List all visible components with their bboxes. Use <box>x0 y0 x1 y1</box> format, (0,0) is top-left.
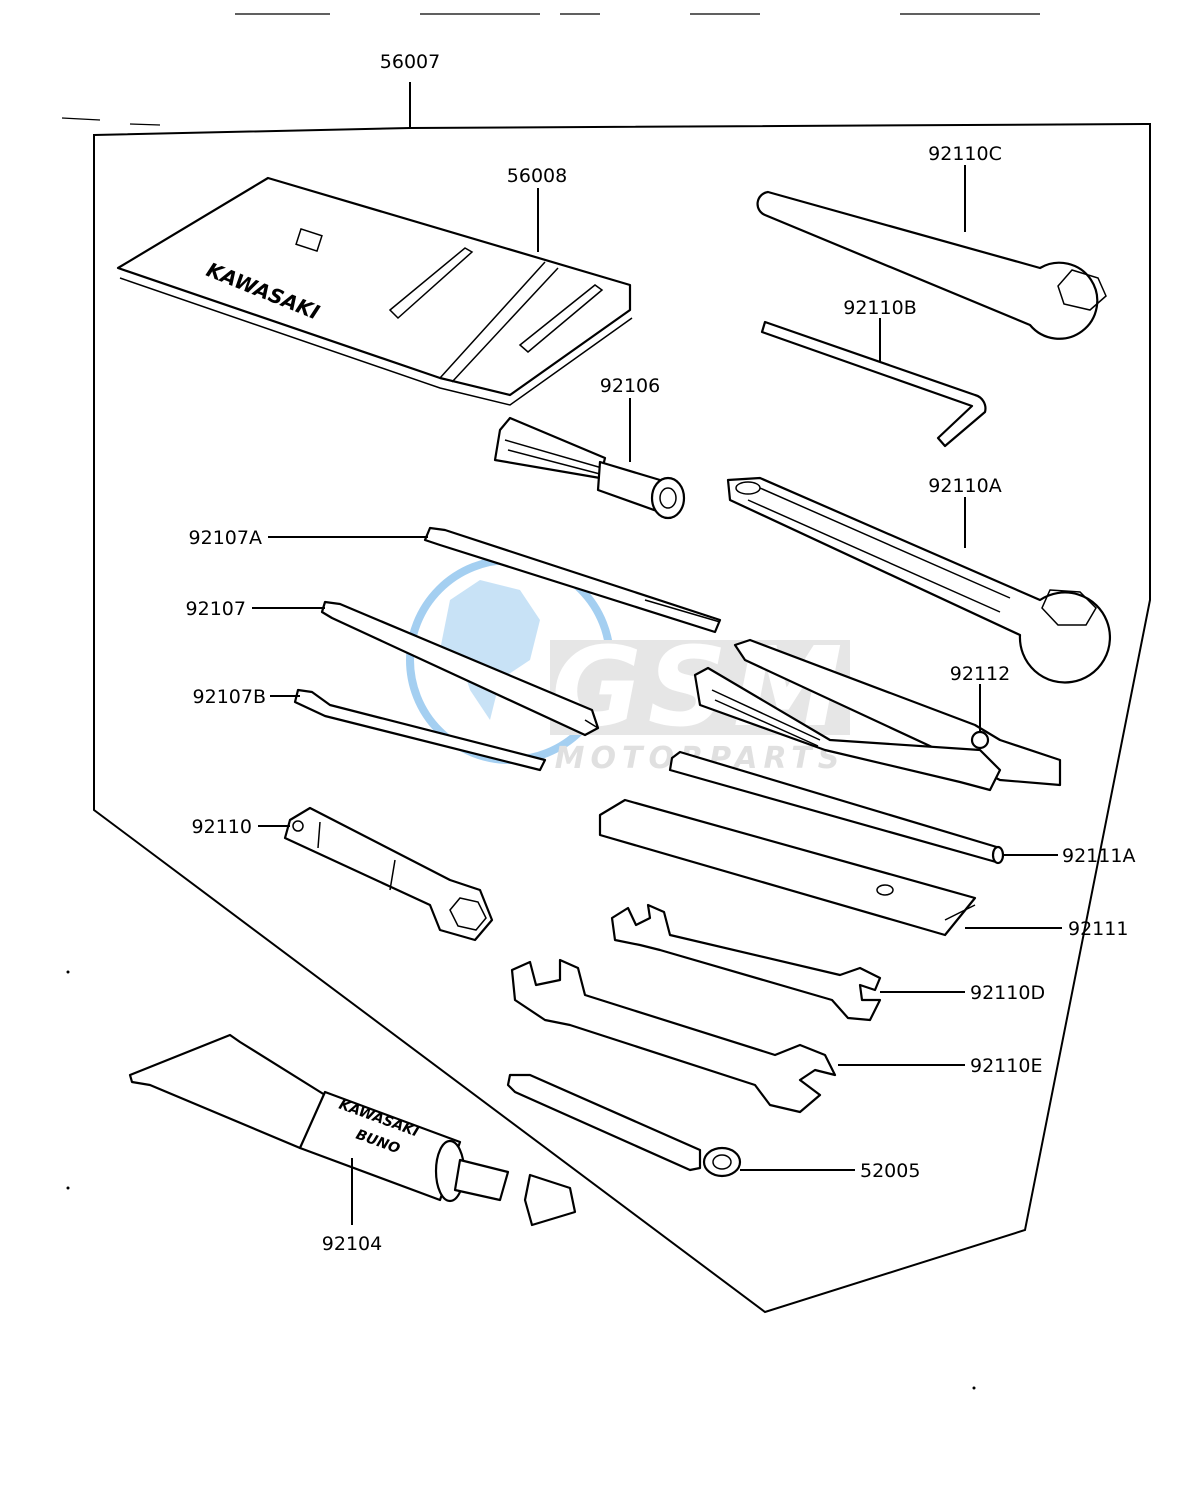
flat-bar-92111 <box>598 798 977 937</box>
scan-dots <box>66 970 976 1390</box>
label-92110b: 92110B <box>843 297 916 319</box>
bar-92111a <box>668 750 1005 865</box>
screwdriver-92107a <box>423 526 722 634</box>
scan-artifacts <box>61 13 1040 126</box>
spoke-tool-52005 <box>506 1073 742 1178</box>
wrench-92110d <box>610 903 882 1022</box>
wrench-92110e <box>510 958 837 1114</box>
wrench-92110a <box>726 476 1112 684</box>
label-52005: 52005 <box>860 1160 920 1182</box>
label-92110c: 92110C <box>928 143 1002 165</box>
label-92107b: 92107B <box>193 686 266 708</box>
label-92112: 92112 <box>950 663 1010 685</box>
label-56007: 56007 <box>380 51 440 73</box>
kit-boundary <box>93 122 1151 1314</box>
watermark-globe-land <box>440 580 540 720</box>
screwdriver-92107b <box>293 688 547 772</box>
hex-key-92110b <box>760 320 987 448</box>
handle-92106 <box>493 416 686 520</box>
label-56008: 56008 <box>507 165 567 187</box>
label-92111a: 92111A <box>1062 845 1135 867</box>
plug-wrench-92110 <box>283 806 494 942</box>
pliers-92112 <box>693 638 1062 792</box>
screwdriver-92107 <box>320 600 600 737</box>
label-92110e: 92110E <box>970 1055 1042 1077</box>
label-92110d: 92110D <box>970 982 1045 1004</box>
label-92110a: 92110A <box>928 475 1001 497</box>
label-92106: 92106 <box>600 375 660 397</box>
tool-case-56008: KAWASAKI <box>116 176 633 406</box>
label-92107: 92107 <box>186 598 246 620</box>
label-92111: 92111 <box>1068 918 1128 940</box>
label-92104: 92104 <box>322 1233 382 1255</box>
label-92107a: 92107A <box>189 527 262 549</box>
wrench-92110c <box>756 190 1107 340</box>
label-92110: 92110 <box>192 816 252 838</box>
